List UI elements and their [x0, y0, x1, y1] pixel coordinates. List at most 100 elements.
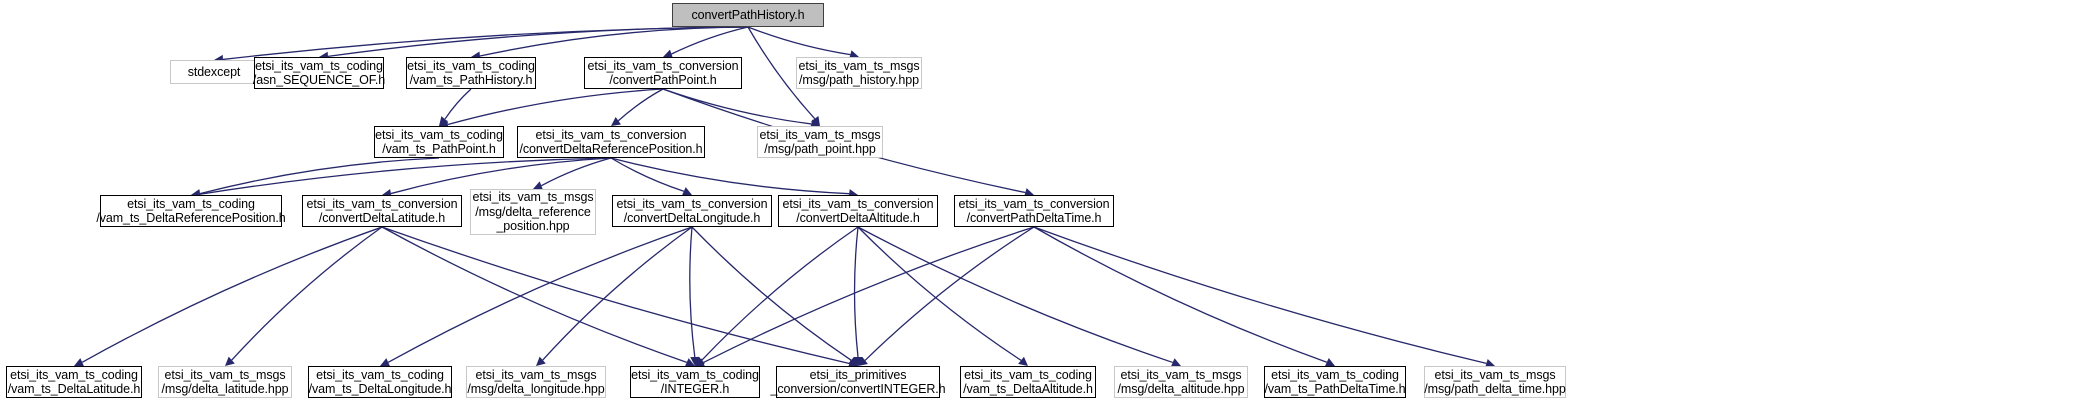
graph-node[interactable]: etsi_its_vam_ts_coding/vam_ts_DeltaLatit… — [6, 366, 142, 398]
graph-node-label-line: /msg/path_point.hpp — [764, 142, 876, 156]
graph-node-label-line: etsi_its_vam_ts_coding — [255, 58, 383, 73]
graph-node[interactable]: etsi_its_vam_ts_msgs/msg/path_delta_time… — [1424, 366, 1566, 398]
graph-edge — [747, 26, 851, 56]
graph-edge — [691, 226, 852, 361]
graph-node-label-line: /msg/delta_longitude.hpp — [467, 382, 605, 396]
graph-node[interactable]: etsi_its_vam_ts_msgs/msg/delta_altitude.… — [1114, 366, 1248, 398]
graph-node-label-line: /convertPathDeltaTime.h — [966, 211, 1102, 225]
graph-edge — [381, 226, 850, 365]
graph-edge-arrowhead — [810, 116, 820, 126]
graph-edge — [617, 88, 664, 122]
graph-node[interactable]: etsi_its_vam_ts_coding/vam_ts_DeltaRefer… — [96, 195, 286, 227]
graph-node[interactable]: etsi_its_vam_ts_conversion/convertPathPo… — [584, 57, 742, 89]
graph-node[interactable]: etsi_its_vam_ts_coding/INTEGER.h — [630, 366, 760, 398]
graph-edge — [610, 157, 850, 195]
graph-node-label-line: etsi_its_vam_ts_coding — [316, 367, 444, 382]
graph-node[interactable]: etsi_its_vam_ts_conversion/convertDeltaL… — [302, 195, 462, 227]
graph-node-label-line: stdexcept — [187, 64, 241, 79]
graph-node[interactable]: etsi_its_vam_ts_coding/vam_ts_PathHistor… — [406, 57, 536, 89]
graph-node-label-line: etsi_its_vam_ts_msgs — [472, 190, 594, 205]
graph-edge — [199, 157, 440, 195]
graph-edge — [864, 226, 1035, 361]
graph-edge — [857, 226, 1173, 364]
graph-edge — [542, 226, 693, 361]
graph-node-label-line: etsi_its_vam_ts_coding — [127, 196, 255, 211]
graph-edge-arrowhead — [439, 116, 449, 126]
graph-node-label-line: /convertDeltaLongitude.h — [623, 211, 761, 225]
graph-node-label-line: etsi_its_primitives — [809, 367, 907, 382]
graph-edge — [662, 88, 812, 125]
graph-node[interactable]: etsi_its_vam_ts_coding/vam_ts_DeltaAltit… — [960, 366, 1096, 398]
graph-node-root[interactable]: convertPathHistory.h — [672, 3, 824, 27]
graph-node[interactable]: etsi_its_vam_ts_coding/asn_SEQUENCE_OF.h — [252, 57, 386, 89]
graph-edge — [231, 226, 383, 361]
graph-node[interactable]: etsi_its_vam_ts_conversion/convertDeltaL… — [612, 195, 772, 227]
graph-node[interactable]: etsi_its_vam_ts_coding/vam_ts_DeltaLongi… — [308, 366, 452, 398]
graph-node[interactable]: etsi_its_vam_ts_msgs/msg/path_history.hp… — [796, 57, 922, 89]
graph-edge — [853, 226, 859, 358]
graph-node-label-line: etsi_its_vam_ts_coding — [964, 367, 1092, 382]
graph-edge — [447, 88, 664, 126]
graph-node-label-line: etsi_its_vam_ts_coding — [407, 58, 535, 73]
graph-node-label-line: /vam_ts_DeltaLatitude.h — [7, 382, 141, 396]
graph-node-label-line: /vam_ts_PathHistory.h — [409, 73, 533, 87]
graph-node-label-line: etsi_its_vam_ts_conversion — [616, 196, 768, 211]
graph-node[interactable]: stdexcept — [170, 60, 258, 84]
graph-edge — [381, 226, 687, 363]
graph-edge — [327, 26, 749, 58]
graph-edge-arrowhead — [848, 356, 858, 366]
graph-node-label-line: /INTEGER.h — [660, 382, 730, 396]
graph-node[interactable]: etsi_its_primitives_conversion/convertIN… — [770, 366, 946, 398]
graph-edge — [671, 26, 749, 55]
graph-node-label-line: etsi_its_vam_ts_coding — [631, 367, 759, 382]
graph-node-label-line: /vam_ts_PathDeltaTime.h — [1264, 382, 1406, 396]
graph-edge-arrowhead — [1018, 356, 1028, 366]
graph-node-label-line: /msg/delta_latitude.hpp — [161, 382, 289, 396]
graph-edge — [222, 26, 749, 61]
graph-edge-arrowhead — [858, 356, 868, 366]
graph-node[interactable]: etsi_its_vam_ts_conversion/convertDeltaA… — [778, 195, 938, 227]
graph-node-label-line: convertPathHistory.h — [691, 7, 805, 22]
graph-edge — [689, 226, 696, 358]
graph-edge-arrowhead — [536, 356, 546, 366]
graph-node-label-line: /convertPathPoint.h — [609, 73, 717, 87]
graph-edge — [701, 226, 859, 361]
graph-edge-arrowhead — [695, 356, 705, 366]
graph-node-label-line: /convertDeltaLatitude.h — [318, 211, 446, 225]
graph-node[interactable]: etsi_its_vam_ts_coding/vam_ts_PathPoint.… — [374, 126, 504, 158]
graph-edge — [1033, 226, 1328, 363]
graph-node-label-line: _conversion/convertINTEGER.h — [770, 382, 946, 396]
graph-node[interactable]: etsi_its_vam_ts_conversion/convertDeltaR… — [517, 126, 705, 158]
graph-edge-arrowhead — [853, 357, 863, 366]
graph-node-label-line: etsi_its_vam_ts_conversion — [958, 196, 1110, 211]
graph-node[interactable]: etsi_its_vam_ts_coding/vam_ts_PathDeltaT… — [1264, 366, 1406, 398]
graph-edge — [703, 226, 1035, 364]
graph-node-label-line: etsi_its_vam_ts_msgs — [164, 367, 286, 382]
graph-node-label-line: etsi_its_vam_ts_msgs — [759, 127, 881, 142]
graph-node-label-line: /vam_ts_DeltaLongitude.h — [308, 382, 452, 396]
graph-node-label-line: /msg/delta_altitude.hpp — [1117, 382, 1245, 396]
graph-edge-arrowhead — [611, 117, 621, 126]
graph-node-label-line: etsi_its_vam_ts_coding — [375, 127, 503, 142]
graph-node-label-line: /vam_ts_DeltaAltitude.h — [963, 382, 1093, 396]
graph-node-label-line: etsi_its_vam_ts_msgs — [1120, 367, 1242, 382]
graph-node[interactable]: etsi_its_vam_ts_msgs/msg/path_point.hpp — [757, 126, 883, 158]
graph-node-label-line: /asn_SEQUENCE_OF.h — [252, 73, 386, 87]
graph-node-label-line: /convertDeltaAltitude.h — [796, 211, 920, 225]
graph-node-label-line: etsi_its_vam_ts_conversion — [782, 196, 934, 211]
graph-node-label-line: etsi_its_vam_ts_coding — [10, 367, 138, 382]
graph-node-label-line: /vam_ts_PathPoint.h — [382, 142, 496, 156]
graph-node-label-line: etsi_its_vam_ts_conversion — [535, 127, 687, 142]
graph-edge — [444, 88, 472, 120]
graph-node-label-line: etsi_its_vam_ts_msgs — [798, 58, 920, 73]
graph-node-label-line: etsi_its_vam_ts_msgs — [1434, 367, 1556, 382]
graph-node-label-line: etsi_its_vam_ts_coding — [1271, 367, 1399, 382]
graph-node[interactable]: etsi_its_vam_ts_msgs/msg/delta_latitude.… — [158, 366, 292, 398]
graph-node-label-line: _position.hpp — [496, 219, 570, 234]
graph-node[interactable]: etsi_its_vam_ts_conversion/convertPathDe… — [954, 195, 1114, 227]
graph-node-label-line: /vam_ts_DeltaReferencePosition.h — [96, 211, 286, 225]
graph-node-label-line: etsi_its_vam_ts_conversion — [306, 196, 458, 211]
graph-node[interactable]: etsi_its_vam_ts_msgs/msg/delta_reference… — [470, 189, 596, 235]
graph-node[interactable]: etsi_its_vam_ts_msgs/msg/delta_longitude… — [466, 366, 606, 398]
